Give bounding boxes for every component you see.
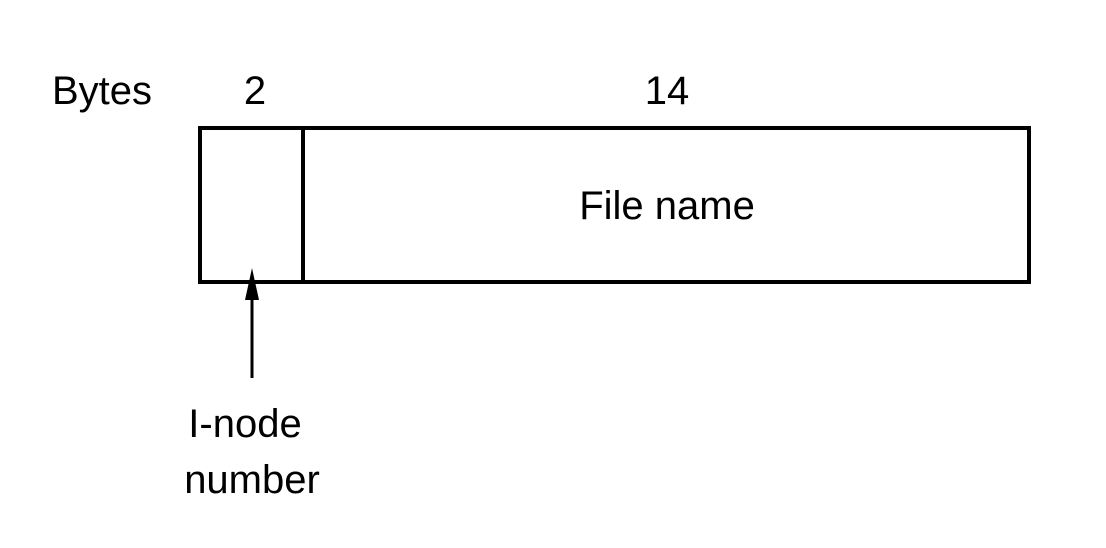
bytes-label: Bytes — [52, 69, 152, 113]
inode-arrow — [245, 268, 259, 378]
filename-size-label: 14 — [645, 69, 690, 113]
inode-field-box — [198, 126, 305, 284]
inode-annotation-line2: number — [184, 458, 320, 502]
filename-field-label: File name — [579, 184, 755, 228]
inode-annotation-line1: I-node — [188, 402, 301, 446]
inode-size-label: 2 — [244, 69, 266, 113]
filename-field-box — [301, 126, 1031, 284]
